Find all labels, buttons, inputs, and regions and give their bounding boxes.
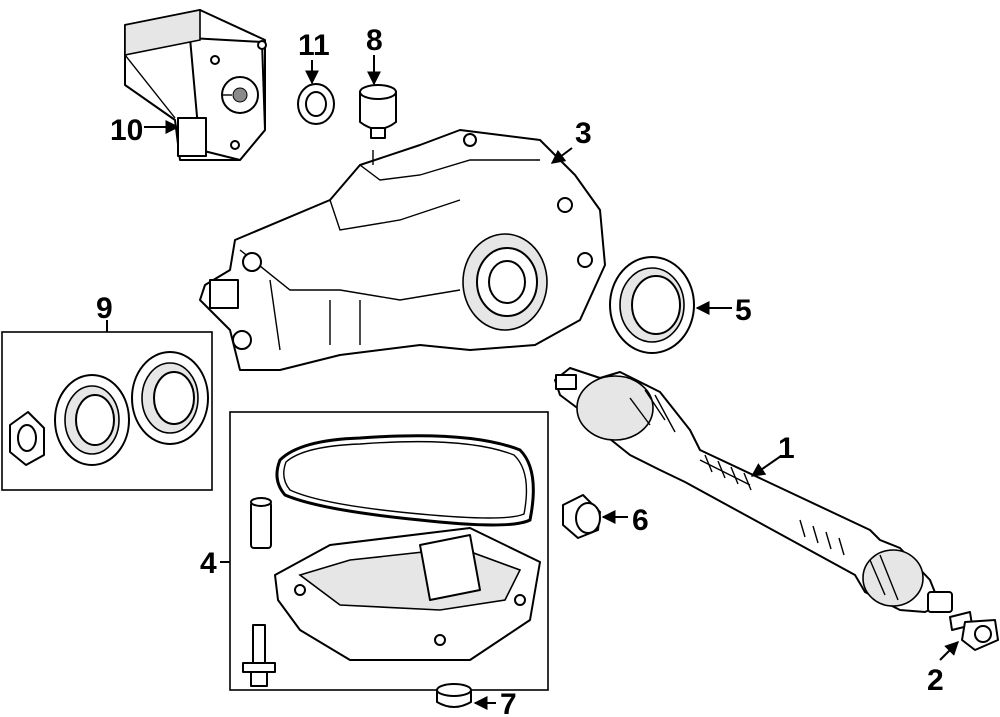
callout-8: 8 xyxy=(366,24,383,57)
plug-7-part xyxy=(436,683,472,708)
callout-7: 7 xyxy=(500,688,517,717)
seal-5-part xyxy=(609,256,695,354)
callout-10: 10 xyxy=(110,114,143,147)
seal-ring-11-part xyxy=(297,83,335,125)
leader-3 xyxy=(550,147,573,164)
callout-3: 3 xyxy=(575,117,592,150)
callout-11: 11 xyxy=(298,29,330,62)
callout-5: 5 xyxy=(735,294,752,327)
callout-9: 9 xyxy=(96,292,113,325)
vent-plug-part xyxy=(359,84,397,139)
leader-lines xyxy=(106,55,959,710)
callout-4: 4 xyxy=(200,547,217,580)
callout-labels: 10 11 8 3 5 9 1 6 4 2 7 xyxy=(96,24,944,717)
callout-1: 1 xyxy=(778,432,795,465)
callout-6: 6 xyxy=(632,504,649,537)
leader-1 xyxy=(750,455,782,477)
plug-6-part xyxy=(562,494,601,539)
axle-shaft-part xyxy=(554,367,953,613)
bolt-2-part xyxy=(949,611,999,651)
cover-kit-4-group xyxy=(229,411,549,691)
differential-housing-part xyxy=(199,129,606,371)
leader-2 xyxy=(939,641,959,661)
seal-kit-9-group xyxy=(1,331,213,491)
actuator-motor-part xyxy=(124,9,267,161)
callout-2: 2 xyxy=(927,664,944,697)
